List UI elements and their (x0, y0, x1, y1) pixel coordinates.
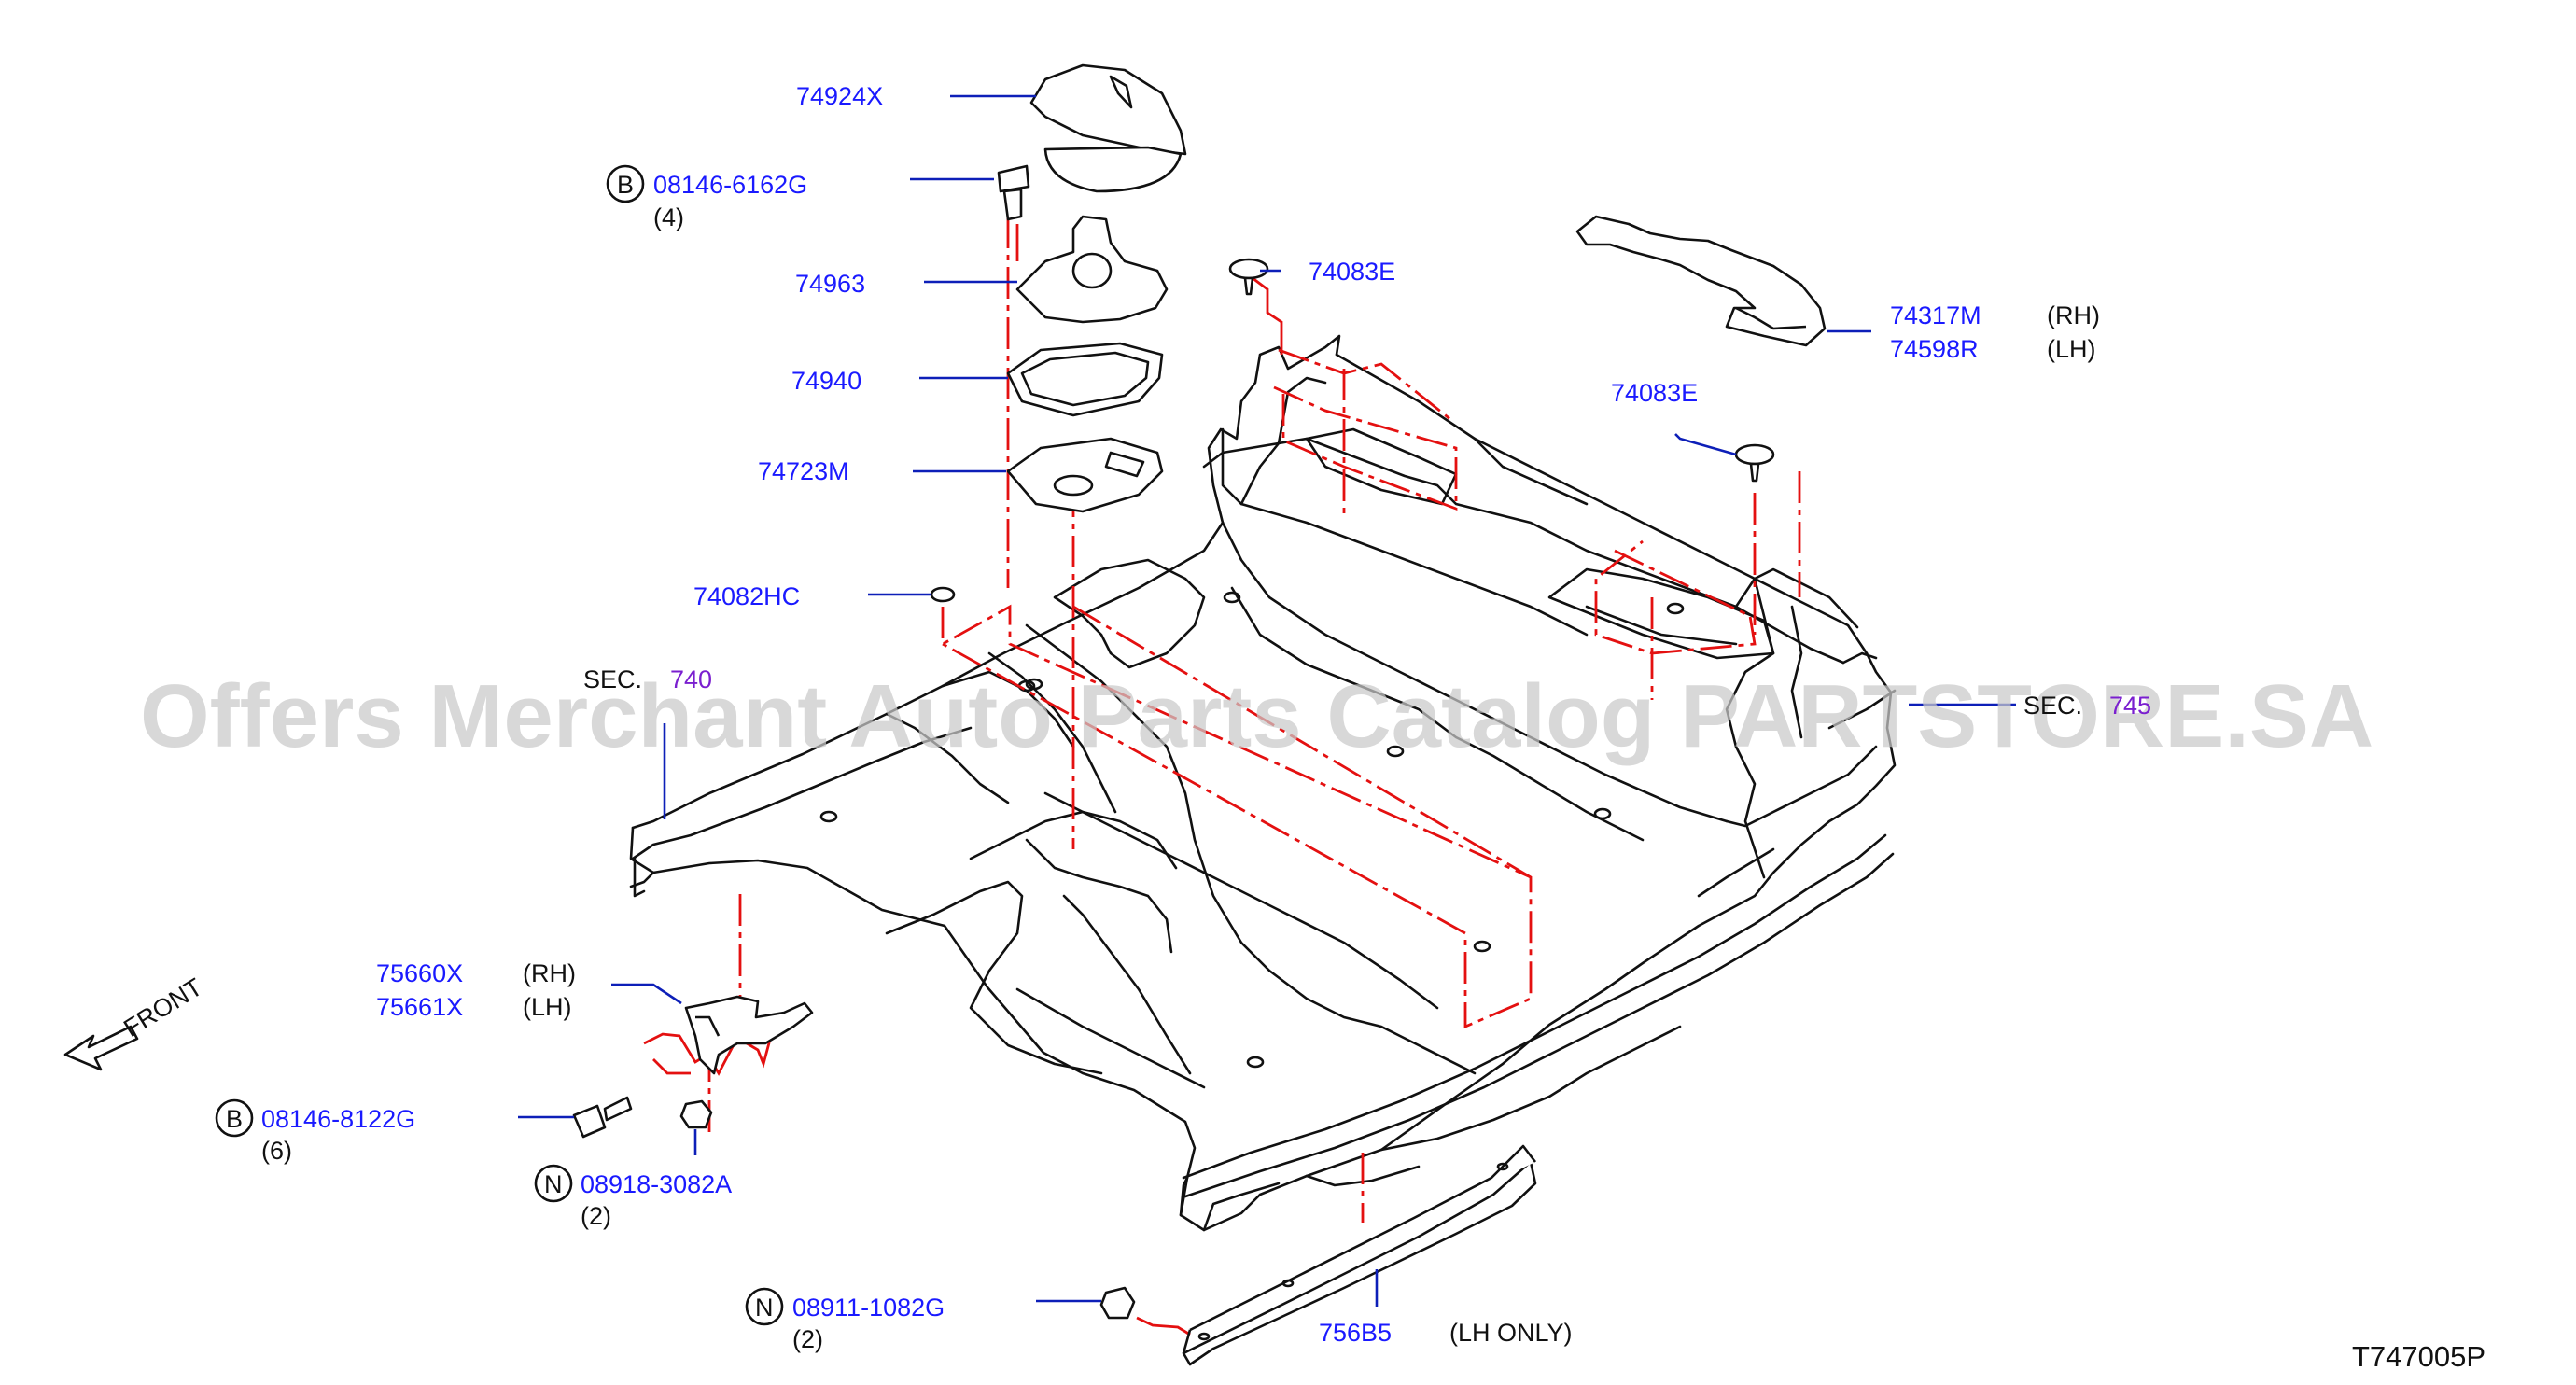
part-74083E-right (1734, 443, 1775, 483)
symbol-n-icon: N (544, 1170, 563, 1198)
front-label: FRONT (119, 972, 207, 1042)
callout-74940[interactable]: 74940 (791, 367, 861, 395)
svg-text:75660X: 75660X (376, 959, 463, 987)
section-ref-740[interactable]: SEC. 740 (583, 665, 712, 693)
svg-text:08146-8122G: 08146-8122G (261, 1105, 415, 1133)
svg-text:(RH): (RH) (523, 959, 576, 987)
svg-text:(2): (2) (581, 1202, 611, 1230)
callout-08146-8122G[interactable]: B 08146-8122G (6) (215, 1098, 415, 1165)
parts (572, 63, 1827, 1366)
callout-08911-1082G[interactable]: N 08911-1082G (2) (745, 1287, 945, 1353)
symbol-b-icon: B (617, 171, 634, 199)
svg-text:756B5: 756B5 (1319, 1319, 1392, 1347)
front-arrow-icon (63, 1025, 139, 1071)
part-74317M (1575, 215, 1827, 347)
callout-74083E-right[interactable]: 74083E (1611, 379, 1698, 407)
callout-74082HC[interactable]: 74082HC (693, 582, 800, 610)
svg-text:740: 740 (670, 665, 712, 693)
callout-75660X[interactable]: 75660X (RH) (376, 959, 576, 987)
callout-74963[interactable]: 74963 (795, 270, 865, 298)
part-74940 (1006, 342, 1164, 417)
callout-74317M[interactable]: 74317M (RH) (1890, 301, 2100, 329)
callout-74924X[interactable]: 74924X (796, 82, 883, 110)
svg-text:(6): (6) (261, 1137, 292, 1165)
diagram-code: T747005P (2352, 1340, 2485, 1373)
svg-text:(4): (4) (653, 203, 684, 231)
svg-text:74598R: 74598R (1890, 335, 1979, 363)
part-74924X (1029, 63, 1187, 193)
callout-756B5[interactable]: 756B5 (LH ONLY) (1319, 1319, 1573, 1347)
part-08146-8122G (572, 1096, 633, 1139)
svg-text:74317M: 74317M (1890, 301, 1981, 329)
part-74082HC (930, 586, 956, 603)
svg-text:74083E: 74083E (1611, 379, 1698, 407)
svg-text:745: 745 (2109, 692, 2151, 720)
svg-text:(LH): (LH) (523, 993, 572, 1021)
svg-text:74082HC: 74082HC (693, 582, 800, 610)
symbol-b-icon: B (226, 1105, 243, 1133)
front-indicator: FRONT (63, 972, 207, 1071)
svg-text:SEC.: SEC. (2023, 692, 2082, 720)
watermark-text: Offers Merchant Auto Parts Catalog PARTS… (140, 666, 2373, 766)
svg-text:(LH): (LH) (2047, 335, 2096, 363)
svg-text:(RH): (RH) (2047, 301, 2100, 329)
callout-08146-6162G[interactable]: B 08146-6162G (4) (606, 164, 807, 231)
callout-74723M[interactable]: 74723M (758, 457, 849, 485)
svg-text:74924X: 74924X (796, 82, 883, 110)
svg-text:08918-3082A: 08918-3082A (581, 1170, 732, 1198)
svg-text:74940: 74940 (791, 367, 861, 395)
svg-text:74083E: 74083E (1309, 258, 1395, 286)
svg-text:74723M: 74723M (758, 457, 849, 485)
section-ref-745[interactable]: SEC. 745 (2023, 692, 2151, 720)
svg-text:08911-1082G: 08911-1082G (792, 1294, 945, 1322)
part-74083E-left (1228, 258, 1269, 296)
svg-text:75661X: 75661X (376, 993, 463, 1021)
part-74723M (1006, 437, 1164, 513)
callout-08918-3082A[interactable]: N 08918-3082A (2) (534, 1164, 732, 1230)
assembly-lines (643, 217, 1801, 1336)
floor-panel (629, 334, 1897, 1232)
callout-74083E-left[interactable]: 74083E (1309, 258, 1395, 286)
svg-text:SEC.: SEC. (583, 665, 642, 693)
part-08146-6162G (997, 164, 1030, 221)
svg-text:74963: 74963 (795, 270, 865, 298)
part-74963 (1015, 215, 1169, 324)
svg-text:(LH ONLY): (LH ONLY) (1449, 1319, 1573, 1347)
svg-text:(2): (2) (792, 1325, 823, 1353)
part-08918-3082A (679, 1099, 713, 1129)
leader-lines (518, 94, 2016, 1307)
callout-74598R[interactable]: 74598R (LH) (1890, 335, 2096, 363)
part-75660X (684, 995, 814, 1075)
symbol-n-icon: N (755, 1294, 774, 1322)
svg-text:08146-6162G: 08146-6162G (653, 171, 807, 199)
part-08911-1082G (1099, 1286, 1136, 1320)
part-756B5 (1182, 1144, 1537, 1366)
callout-75661X[interactable]: 75661X (LH) (376, 993, 572, 1021)
